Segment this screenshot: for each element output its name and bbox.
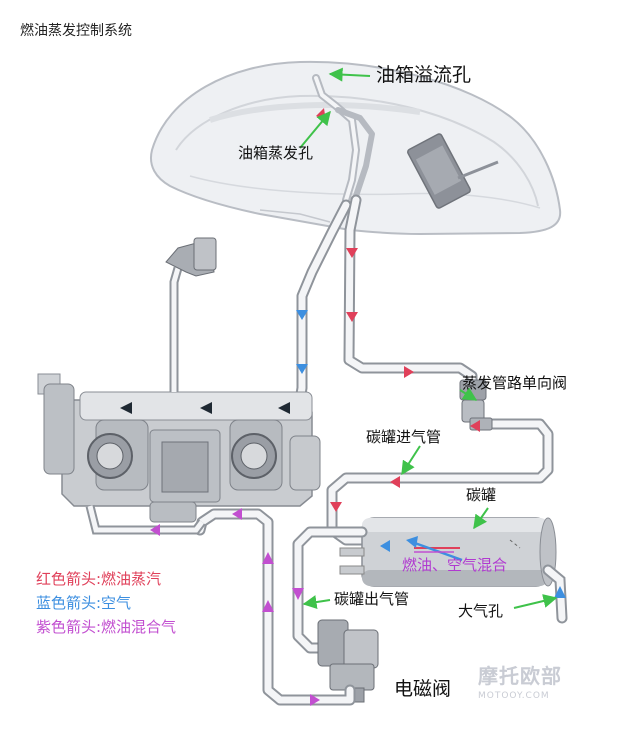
- pipe-tank-to-throttle: [294, 199, 352, 406]
- legend-vapor: 红色箭头:燃油蒸汽: [36, 570, 162, 588]
- label-solenoid-valve: 电磁阀: [394, 678, 452, 700]
- label-canister-outlet: 碳罐出气管: [334, 590, 410, 608]
- diagram-title: 燃油蒸发控制系统: [20, 23, 132, 39]
- label-mixture: 燃油、空气混合: [402, 556, 508, 574]
- watermark-sub: MOTOOY.COM: [478, 691, 550, 701]
- label-canister-inlet: 碳罐进气管: [366, 428, 442, 446]
- legend-mixture: 紫色箭头:燃油混合气: [36, 618, 177, 636]
- pipe-tank-to-canister: [326, 194, 554, 546]
- solenoid-valve-body: [317, 619, 379, 703]
- legend-air: 蓝色箭头:空气: [36, 594, 132, 612]
- label-atmosphere-port: 大气孔: [458, 602, 504, 620]
- air-intake-pipe: [165, 237, 217, 392]
- canister-mix-arrows: [406, 536, 463, 562]
- label-pointers: [299, 67, 558, 610]
- throttle-body: [37, 373, 321, 535]
- throttle-arrows: [120, 402, 290, 414]
- label-canister: 碳罐: [466, 486, 497, 504]
- pipe-solenoid-to-throttle: [194, 508, 356, 706]
- tank-vent-pipes: [312, 74, 375, 204]
- atmosphere-pipe: [542, 564, 568, 624]
- watermark: 摩托欧部 MOTOOY.COM: [478, 660, 562, 701]
- watermark-main: 摩托欧部: [478, 664, 562, 688]
- label-tank-overflow-port: 油箱溢流孔: [376, 64, 472, 86]
- mixture-arrows: [150, 508, 320, 706]
- label-check-valve: 蒸发管路单向阀: [462, 374, 568, 392]
- label-tank-vapor-port: 油箱蒸发孔: [238, 144, 314, 162]
- canister-body: [339, 517, 557, 587]
